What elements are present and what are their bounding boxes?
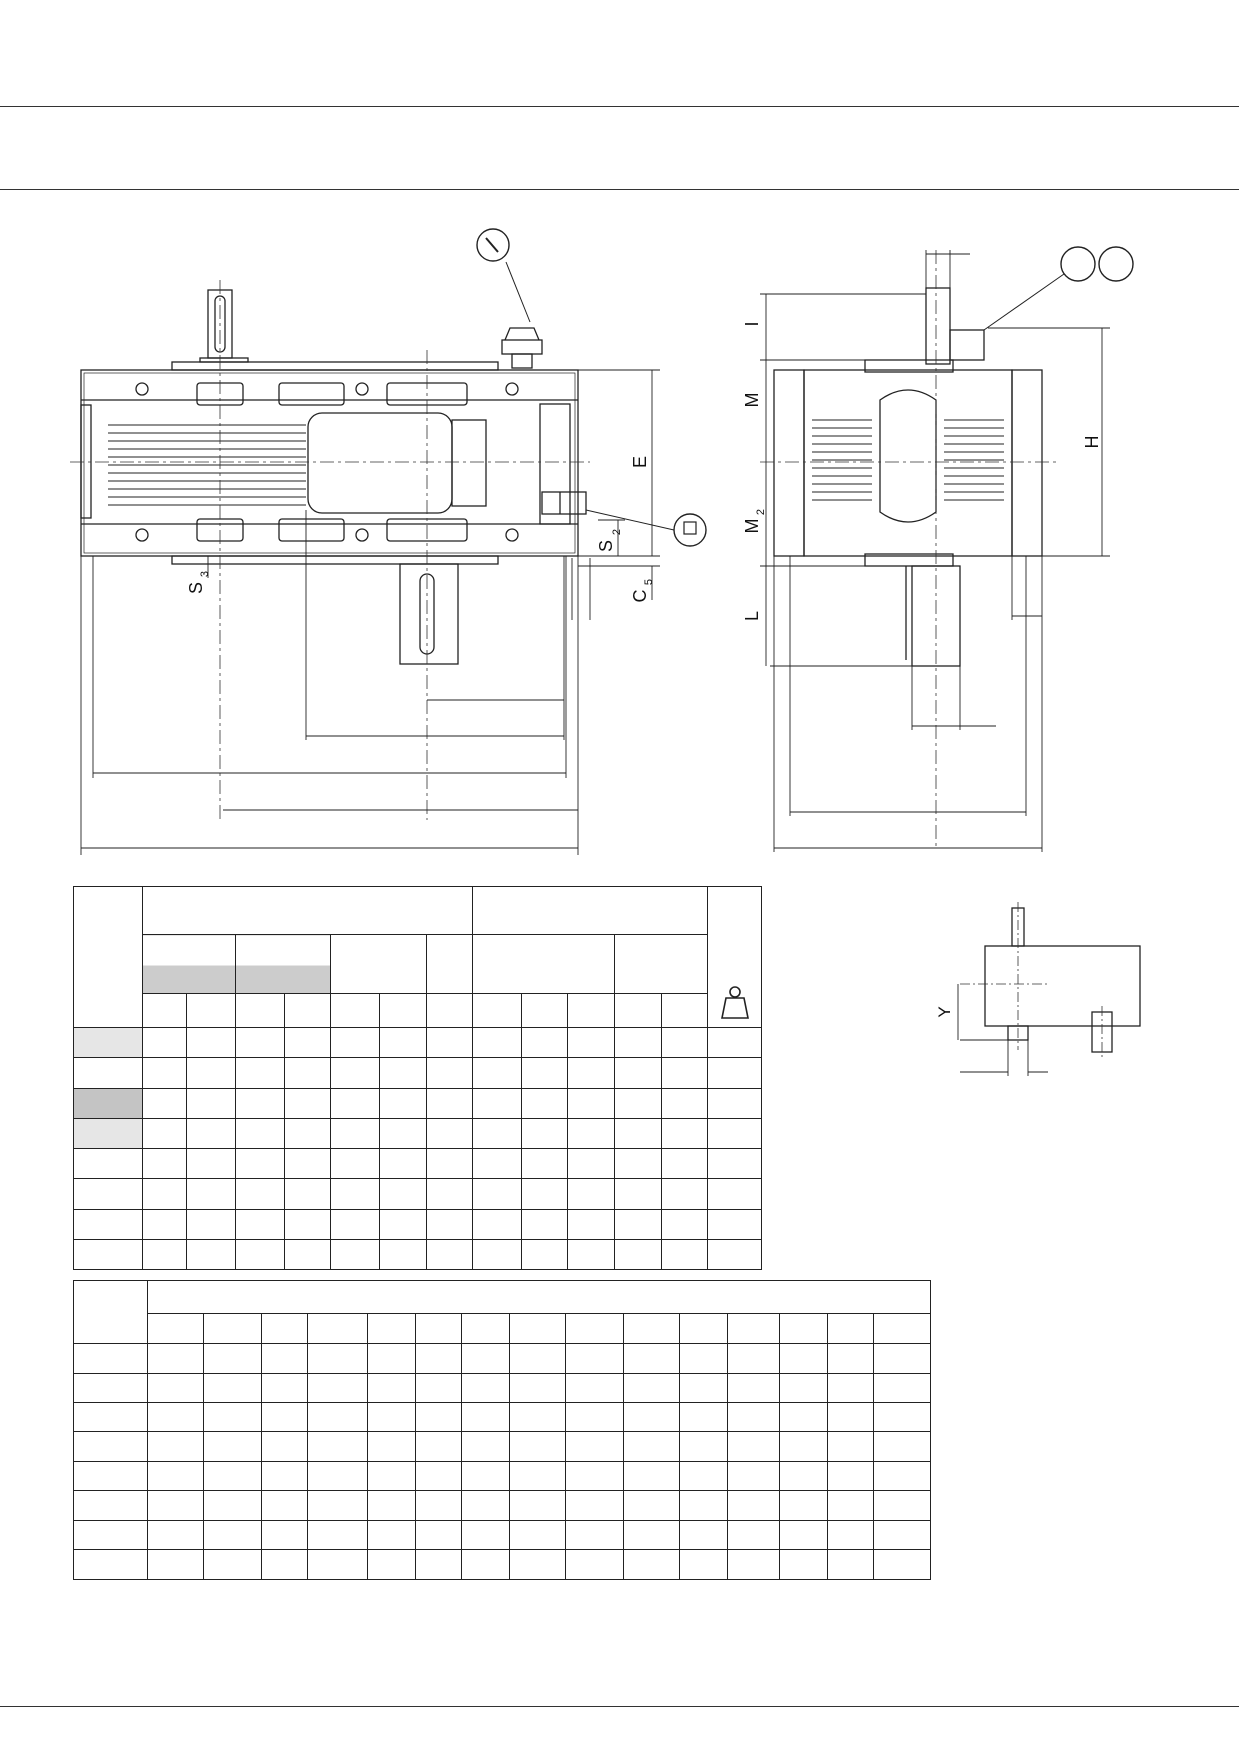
footer-rule — [0, 1706, 1239, 1707]
table-header-cell — [146, 1280, 932, 1314]
dim-label-m2-sub: 2 — [755, 509, 767, 515]
table-row — [73, 1549, 932, 1580]
mounting-inset-diagram: Y — [935, 902, 1141, 1076]
table-header-cell — [141, 934, 237, 994]
dim-label-h: H — [1082, 436, 1102, 449]
dim-label-s2: S — [596, 540, 616, 552]
table-row — [73, 1401, 932, 1433]
dim-label-s2-sub: 2 — [611, 529, 623, 535]
table-header-cell — [425, 934, 474, 994]
dim-label-i: I — [742, 321, 762, 326]
table-row — [73, 1178, 762, 1210]
table-row — [73, 1117, 762, 1150]
table-header-cell — [472, 934, 615, 994]
table-row — [73, 1208, 762, 1240]
table-row — [73, 1057, 762, 1089]
gearbox-front-view: E S 2 S 3 C 5 — [70, 228, 707, 855]
table-row — [73, 1343, 932, 1374]
dim-label-l: L — [742, 611, 762, 621]
dim-label-c5-sub: 5 — [643, 579, 655, 585]
header-rule-top — [0, 106, 1239, 107]
table-row — [73, 1431, 932, 1462]
table-header-cell — [141, 885, 474, 936]
table-header-cell — [330, 934, 427, 994]
header-rule-bottom — [0, 189, 1239, 190]
dim-label-m: M — [742, 393, 762, 408]
table-header-cell — [73, 1279, 148, 1345]
table-row — [73, 1148, 762, 1180]
dim-label-e: E — [630, 456, 650, 468]
table-row — [73, 1519, 932, 1551]
dim-label-y: Y — [935, 1006, 954, 1017]
dim-label-s3: S — [186, 582, 206, 594]
table-row — [73, 1460, 932, 1492]
table-row — [73, 1027, 762, 1059]
table-row — [73, 1087, 762, 1119]
dim-label-m2: M — [742, 519, 762, 534]
weight-header-cell — [707, 885, 762, 1029]
dim-label-c5: C — [630, 590, 650, 603]
dimension-table-lower — [73, 1279, 932, 1580]
table-row — [73, 1490, 932, 1521]
table-header-cell — [235, 934, 332, 994]
table-header-cell — [613, 934, 709, 994]
table-row — [73, 1372, 932, 1404]
table-header-cell — [73, 885, 143, 1029]
dimension-table-upper — [73, 885, 762, 1271]
dim-label-s3-sub: 3 — [199, 571, 211, 577]
table-header-cell — [472, 885, 709, 936]
gearbox-side-view: I M M 2 L H — [742, 246, 1134, 852]
weight-icon — [720, 986, 749, 1019]
table-row — [73, 1238, 762, 1271]
